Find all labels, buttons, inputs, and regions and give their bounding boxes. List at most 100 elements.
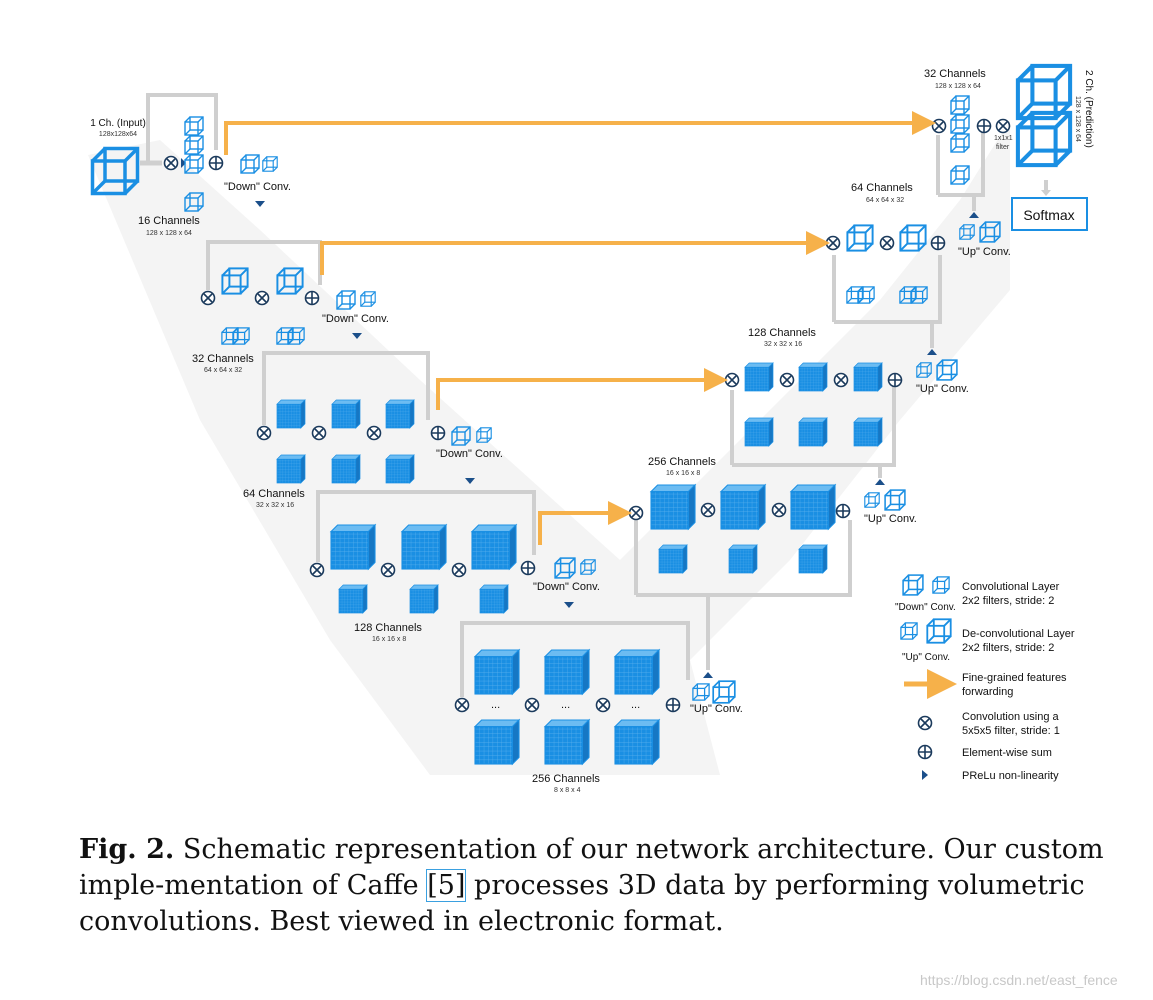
encoder-stage-2: "Down" Conv. 32 Channels 64 x 64 x 32 bbox=[192, 240, 389, 374]
legend-convolution-line1: Convolution using a bbox=[962, 711, 1060, 723]
bottom-dims: 8 x 8 x 4 bbox=[554, 787, 581, 794]
legend-conv-layer: "Down" Conv. Convolutional Layer 2x2 fil… bbox=[895, 574, 1060, 613]
watermark: https://blog.csdn.net/east_fence bbox=[920, 972, 1118, 988]
dec4-dims: 16 x 16 x 8 bbox=[666, 470, 700, 477]
filter-size: 1x1x1 bbox=[994, 135, 1013, 142]
decoder-stage-4: 256 Channels 16 x 16 x 8 "Up" Conv. bbox=[628, 456, 917, 597]
caption-text-before-ref: Schematic representation of our network … bbox=[79, 834, 1104, 901]
feature-stack bbox=[650, 484, 836, 574]
stage-3-channels: 64 Channels bbox=[243, 488, 305, 500]
sum-icon bbox=[930, 235, 946, 251]
stage-2-dims: 64 x 64 x 32 bbox=[204, 367, 242, 374]
up-arrow-icon bbox=[969, 212, 979, 218]
output-arrow-head bbox=[1041, 190, 1051, 196]
up-conv-label: "Up" Conv. bbox=[916, 383, 969, 395]
output-label: 2 Ch. (Prediction) bbox=[1083, 70, 1094, 148]
residual-connection bbox=[316, 490, 536, 562]
softmax-box bbox=[1011, 197, 1088, 231]
filter-word: filter bbox=[996, 144, 1010, 151]
cube-icon bbox=[184, 154, 204, 174]
sum-icon bbox=[665, 697, 681, 713]
down-conv-label: "Down" Conv. bbox=[436, 448, 503, 460]
convolution-icon bbox=[309, 562, 325, 578]
residual-connection bbox=[938, 130, 985, 197]
up-conv-cube-icon bbox=[884, 489, 906, 511]
input-label: 1 Ch. (Input) bbox=[90, 118, 146, 129]
down-arrow-icon bbox=[564, 602, 574, 608]
convolution-icon bbox=[628, 505, 644, 521]
down-conv-cube-icon bbox=[360, 291, 376, 307]
convolution-icon bbox=[311, 425, 327, 441]
legend-conv-desc: 2x2 filters, stride: 2 bbox=[962, 595, 1054, 607]
output-stage: Softmax 2 Ch. (Prediction) 128 x 128 x 6… bbox=[1011, 66, 1094, 231]
legend-convolution: Convolution using a 5x5x5 filter, stride… bbox=[917, 711, 1060, 737]
convolution-icon bbox=[700, 502, 716, 518]
softmax-label: Softmax bbox=[1023, 207, 1074, 223]
bottleneck-stage: ... ... ... "Up" Conv. 256 Channels 8 x … bbox=[454, 595, 743, 794]
residual-connection bbox=[834, 255, 942, 324]
encoder-stage-4: "Down" Conv. 128 Channels 16 x 16 x 8 bbox=[309, 490, 600, 643]
sum-icon bbox=[520, 560, 536, 576]
down-arrow-icon bbox=[352, 333, 362, 339]
convolution-icon bbox=[254, 290, 270, 306]
skip-connection-2 bbox=[320, 231, 830, 275]
sum-icon bbox=[917, 744, 933, 760]
citation-link[interactable]: [5] bbox=[426, 869, 467, 902]
convolution-icon bbox=[825, 235, 841, 251]
legend-fine-grained: Fine-grained features forwarding bbox=[904, 669, 1067, 699]
encoder-stage-3: "Down" Conv. 64 Channels 32 x 32 x 16 bbox=[243, 351, 503, 509]
decoder-stage-2: 64 Channels 64 x 64 x 32 "Up" Conv. bbox=[825, 182, 1011, 324]
cube-icon bbox=[184, 135, 204, 155]
dec1-dims: 128 x 128 x 64 bbox=[935, 83, 981, 90]
up-conv-label: "Up" Conv. bbox=[864, 513, 917, 525]
vnet-architecture-diagram: 1 Ch. (Input) 128x128x64 "Down" Conv. 16… bbox=[88, 0, 1094, 794]
residual-connection bbox=[146, 93, 218, 163]
sum-icon bbox=[430, 425, 446, 441]
convolution-icon bbox=[879, 235, 895, 251]
convolution-icon bbox=[366, 425, 382, 441]
figure-label: Fig. 2. bbox=[79, 834, 175, 865]
residual-connection bbox=[636, 520, 852, 597]
dec3-channels: 128 Channels bbox=[748, 327, 816, 339]
convolution-icon bbox=[995, 118, 1011, 134]
legend-deconv-tag: "Up" Conv. bbox=[902, 652, 950, 663]
input-dims: 128x128x64 bbox=[99, 131, 137, 138]
decoder-stage-1: 32 Channels 128 x 128 x 64 1x1x1 filter bbox=[924, 68, 1013, 197]
stage-1-dims: 128 x 128 x 64 bbox=[146, 230, 192, 237]
stage-3-dims: 32 x 32 x 16 bbox=[256, 502, 294, 509]
down-arrow-icon bbox=[465, 478, 475, 484]
dec3-dims: 32 x 32 x 16 bbox=[764, 341, 802, 348]
down-conv-label: "Down" Conv. bbox=[224, 181, 291, 193]
skip-connection-1 bbox=[224, 111, 936, 155]
skip-connection-4 bbox=[538, 501, 632, 545]
legend-elementwise-sum: Element-wise sum bbox=[917, 744, 1052, 760]
bottom-channels: 256 Channels bbox=[532, 773, 600, 785]
down-conv-label: "Down" Conv. bbox=[322, 313, 389, 325]
dec2-dims: 64 x 64 x 32 bbox=[866, 197, 904, 204]
convolution-icon bbox=[917, 715, 933, 731]
convolution-icon bbox=[595, 697, 611, 713]
legend: "Down" Conv. Convolutional Layer 2x2 fil… bbox=[895, 574, 1075, 782]
output-dims: 128 x 128 x 64 bbox=[1074, 96, 1081, 142]
legend-convolution-line2: 5x5x5 filter, stride: 1 bbox=[962, 725, 1060, 737]
legend-deconv-layer: "Up" Conv. De-convolutional Layer 2x2 fi… bbox=[900, 618, 1075, 663]
convolution-icon bbox=[454, 697, 470, 713]
convolution-icon bbox=[833, 372, 849, 388]
convolution-icon bbox=[256, 425, 272, 441]
legend-conv-title: Convolutional Layer bbox=[962, 581, 1060, 593]
down-conv-cube-icon bbox=[262, 156, 278, 172]
output-volume-cube bbox=[1018, 113, 1070, 165]
legend-conv-tag: "Down" Conv. bbox=[895, 602, 956, 613]
residual-connection bbox=[262, 351, 430, 425]
up-arrow-icon bbox=[927, 349, 937, 355]
feature-stack bbox=[950, 95, 970, 185]
stage-1-channels: 16 Channels bbox=[138, 215, 200, 227]
ellipsis: ... bbox=[631, 699, 640, 711]
sum-icon bbox=[835, 503, 851, 519]
convolution-icon bbox=[451, 562, 467, 578]
legend-deconv-title: De-convolutional Layer bbox=[962, 628, 1075, 640]
encoder-stage-1: 1 Ch. (Input) 128x128x64 "Down" Conv. 16… bbox=[90, 93, 291, 237]
prelu-icon bbox=[181, 158, 186, 168]
prelu-icon bbox=[922, 770, 928, 780]
up-conv-cube-icon bbox=[864, 492, 880, 508]
